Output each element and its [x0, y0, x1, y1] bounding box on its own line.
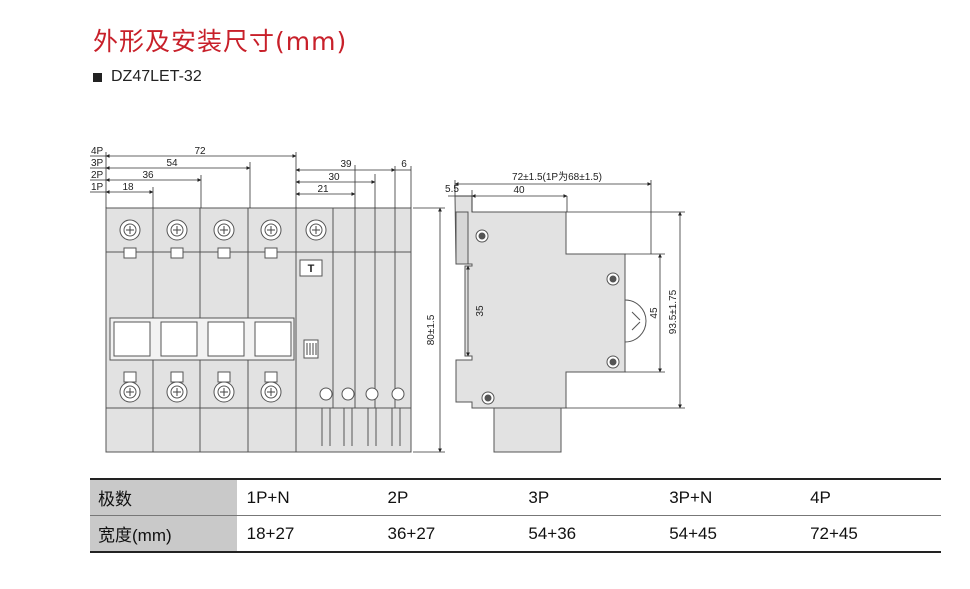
- table-cell: 72+45: [800, 515, 941, 553]
- spec-table: 极数 1P+N 2P 3P 3P+N 4P 宽度(mm) 18+27 36+27…: [90, 478, 941, 553]
- table-cell: 54+36: [518, 515, 660, 553]
- test-button-label: T: [308, 263, 315, 275]
- height-dimension: [413, 207, 445, 453]
- bullet-square-icon: [93, 72, 102, 82]
- pole-label-4p: 4P: [91, 146, 104, 157]
- side-view: [454, 195, 647, 453]
- table-cell: 3P: [518, 478, 660, 516]
- dimension-drawing: T 4P 3P 2P 1P 72 54 36 18 39 30 21 6: [90, 146, 685, 453]
- table-cell: 3P+N: [659, 478, 801, 516]
- rcd-module: [295, 207, 412, 453]
- width-3p: 54: [166, 158, 178, 169]
- side-offset-label: 5.5: [445, 184, 459, 195]
- side-depth-label: 40: [513, 185, 525, 196]
- poles-header: 极数: [90, 478, 237, 516]
- pole-label-3p: 3P: [91, 158, 104, 169]
- table-row: 极数 1P+N 2P 3P 3P+N 4P: [90, 478, 941, 516]
- table-cell: 2P: [377, 478, 519, 516]
- table-cell: 4P: [800, 478, 941, 516]
- table-cell: 18+27: [236, 515, 378, 553]
- front-dimensions: [90, 152, 412, 208]
- height-label: 80±1.5: [426, 314, 437, 345]
- width-2p: 36: [142, 170, 154, 181]
- table-row: 宽度(mm) 18+27 36+27 54+36 54+45 72+45: [90, 515, 941, 553]
- pole-label-1p: 1P: [91, 182, 104, 193]
- table-cell: 36+27: [377, 515, 519, 553]
- side-width-label: 72±1.5(1P为68±1.5): [512, 171, 602, 183]
- rail-label: 35: [475, 305, 486, 317]
- h45-label: 45: [649, 307, 660, 319]
- table-cell: 1P+N: [236, 478, 378, 516]
- width-header: 宽度(mm): [90, 515, 237, 553]
- module-dim-30: 30: [328, 172, 340, 183]
- table-cell: 54+45: [659, 515, 801, 553]
- width-1p: 18: [122, 182, 134, 193]
- h93-label: 93.5±1.75: [668, 289, 679, 334]
- front-view: [105, 207, 412, 453]
- width-4p: 72: [194, 146, 206, 157]
- side-dimensions: [448, 180, 685, 409]
- module-dim-21: 21: [317, 184, 329, 195]
- pole-label-2p: 2P: [91, 170, 104, 181]
- page-title: 外形及安装尺寸(mm): [93, 27, 348, 56]
- module-dim-6: 6: [401, 159, 407, 170]
- model-name: DZ47LET-32: [111, 68, 202, 85]
- module-dim-39: 39: [340, 159, 352, 170]
- test-button: [299, 259, 323, 277]
- model-heading: DZ47LET-32: [93, 68, 202, 86]
